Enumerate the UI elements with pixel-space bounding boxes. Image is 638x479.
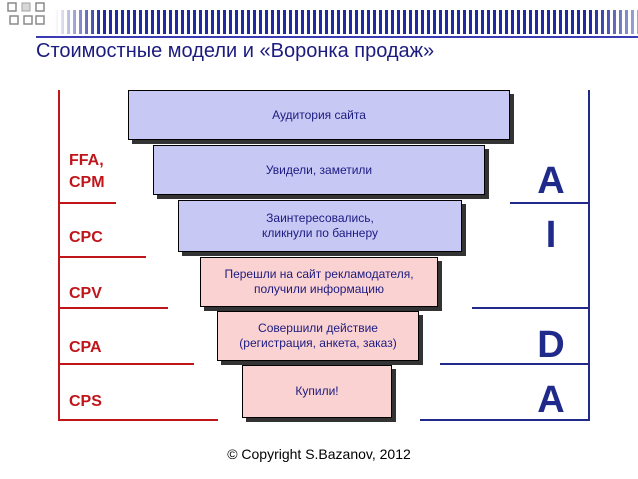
funnel-stage-audience: Аудитория сайта: [128, 90, 510, 140]
model-label-cps: CPS: [69, 393, 102, 410]
aida-divider: [472, 307, 590, 309]
model-label-cpv: CPV: [69, 285, 102, 302]
copyright-notice: © Copyright S.Bazanov, 2012: [227, 446, 411, 462]
model-label-cpc: CPC: [69, 229, 103, 246]
aida-divider: [440, 363, 590, 365]
model-divider: [58, 419, 218, 421]
funnel-stage-noticed: Увидели, заметили: [153, 145, 485, 195]
header-gradient-bar: [55, 10, 638, 34]
funnel-stage-clicked: Заинтересовались, кликнули по баннеру: [178, 200, 462, 252]
model-divider: [58, 256, 146, 258]
model-label-cpa: CPA: [69, 339, 102, 356]
slide-title: Стоимостные модели и «Воронка продаж»: [36, 40, 435, 62]
aida-letter-desire: D: [537, 324, 565, 366]
aida-divider: [510, 202, 590, 204]
aida-letter-interest: I: [545, 214, 557, 256]
aida-letter-action: A: [537, 379, 565, 421]
model-divider: [58, 363, 194, 365]
funnel-stage-purchased: Купили!: [242, 365, 392, 418]
corner-squares-decoration: [0, 0, 80, 36]
right-bracket-line: [588, 90, 590, 420]
funnel-stage-action: Совершили действие (регистрация, анкета,…: [217, 311, 419, 361]
model-divider: [58, 202, 116, 204]
model-label-ffa-cpm: FFA, CPM: [69, 152, 105, 191]
model-divider: [58, 307, 168, 309]
aida-letter-attention: A: [537, 160, 565, 202]
funnel-stage-visited: Перешли на сайт рекламодателя, получили …: [200, 257, 438, 307]
aida-divider: [420, 419, 590, 421]
header-underline: [36, 36, 638, 38]
left-bracket-line: [58, 90, 60, 420]
